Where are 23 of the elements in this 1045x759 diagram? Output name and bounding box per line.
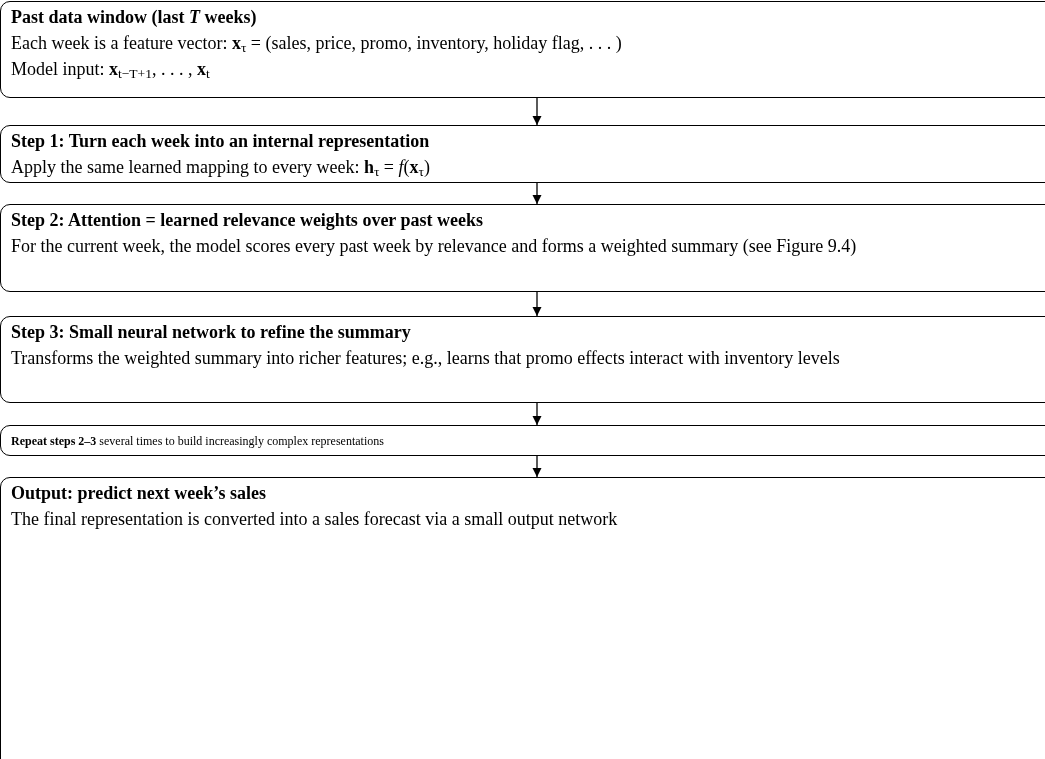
box-heading: Output: predict next week’s sales	[11, 482, 266, 505]
box-text: Model input: x$_{t−T+1}$, . . . , x$_{t}$	[11, 58, 210, 82]
arrow	[532, 455, 542, 478]
process-box	[0, 316, 1045, 403]
process-box	[0, 425, 1045, 456]
box-heading: Step 1: Turn each week into an internal representation	[11, 130, 430, 153]
box-text: Repeat steps 2–3 several times to build increasingly complex representations	[11, 433, 384, 450]
process-box	[0, 125, 1045, 183]
box-text: Each week is a feature vector: x$_{τ}$ = (sales, price, promo, inventory, holiday flag, . . . )	[11, 32, 622, 56]
box-text: Transforms the weighted summary into richer features; e.g., learns that promo effects interact with inventory levels	[11, 347, 840, 370]
arrow	[532, 291, 542, 317]
box-text: Apply the same learned mapping to every week: h$_{τ}$ = f(x$_{τ}$)	[11, 156, 430, 180]
process-box	[0, 204, 1045, 292]
arrow	[532, 182, 542, 205]
box-text: For the current week, the model scores every past week by relevance and forms a weighted summary (see Figure 9.4)	[11, 235, 857, 258]
box-heading: Past data window (last T weeks)	[11, 6, 257, 29]
process-box	[0, 477, 1045, 759]
box-heading: Step 3: Small neural network to refine the summary	[11, 321, 411, 344]
arrow	[532, 97, 542, 126]
box-text: The final representation is converted into a sales forecast via a small output network	[11, 508, 618, 531]
process-box	[0, 1, 1045, 98]
box-heading: Step 2: Attention = learned relevance weights over past weeks	[11, 209, 484, 232]
arrow	[532, 402, 542, 426]
